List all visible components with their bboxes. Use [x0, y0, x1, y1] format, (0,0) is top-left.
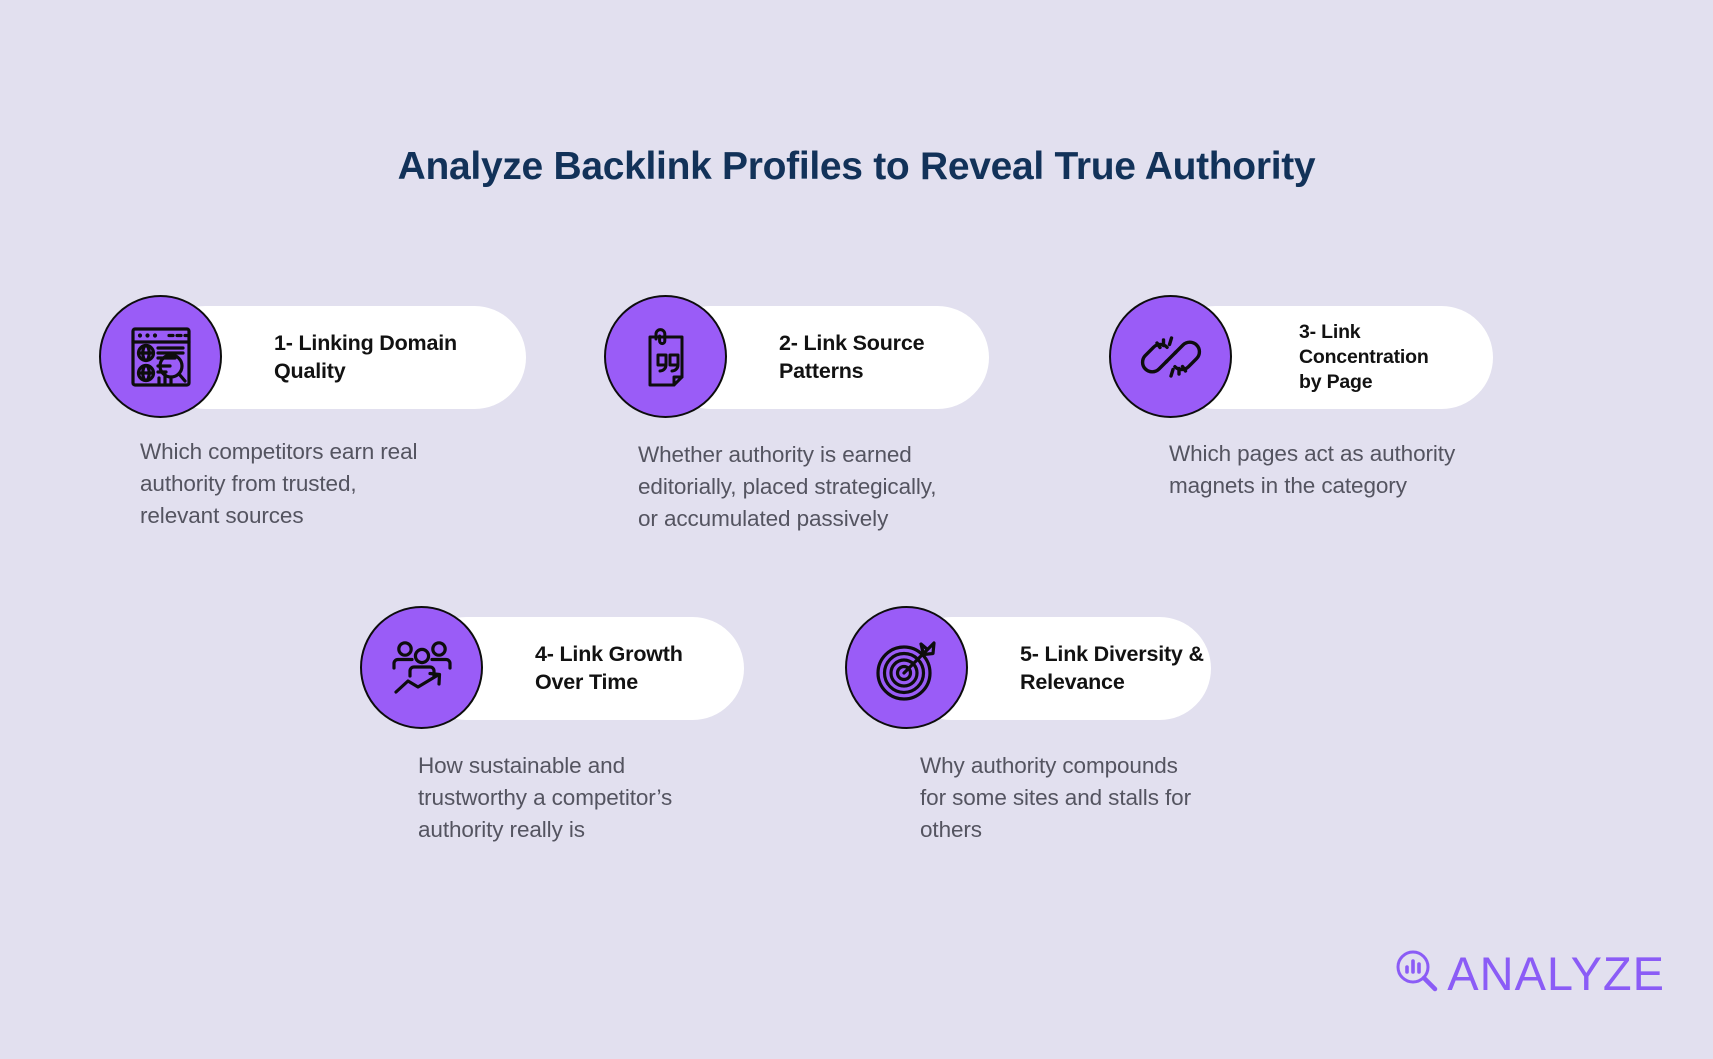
document-quote-icon: [632, 323, 700, 391]
people-growth-arrow-icon: [386, 632, 458, 704]
card-title: 5- Link Diversity & Relevance: [1020, 642, 1204, 694]
target-arrow-icon-circle: [845, 606, 968, 729]
page-title: Analyze Backlink Profiles to Reveal True…: [397, 145, 1316, 188]
card-description: Which pages act as authority magnets in …: [1169, 441, 1456, 498]
broken-chain-link-icon-circle: [1109, 295, 1232, 418]
card-description: Whether authority is earned editorially,…: [638, 442, 937, 531]
card-pill: 1- Linking Domain Quality: [154, 306, 526, 409]
card-description: How sustainable and trustworthy a compet…: [418, 753, 673, 842]
card-description: Why authority compounds for some sites a…: [920, 753, 1191, 842]
document-quote-icon-circle: [604, 295, 727, 418]
card-description: Which competitors earn real authority fr…: [140, 439, 418, 528]
people-growth-arrow-icon-circle: [360, 606, 483, 729]
card-title: 1- Linking Domain Quality: [274, 331, 457, 383]
target-arrow-icon: [872, 633, 942, 703]
broken-chain-link-icon: [1135, 321, 1207, 393]
browser-analytics-icon: [125, 321, 197, 393]
card-title: 2- Link Source Patterns: [779, 331, 925, 383]
brand-name: ANALYZE: [1447, 947, 1665, 1000]
card-title: 4- Link Growth Over Time: [535, 642, 683, 694]
brand-logo: ANALYZE: [1393, 946, 1665, 1001]
magnifier-barchart-icon: [1393, 947, 1441, 1000]
browser-analytics-icon-circle: [99, 295, 222, 418]
card-title: 3- Link Concentration by Page: [1299, 321, 1429, 393]
